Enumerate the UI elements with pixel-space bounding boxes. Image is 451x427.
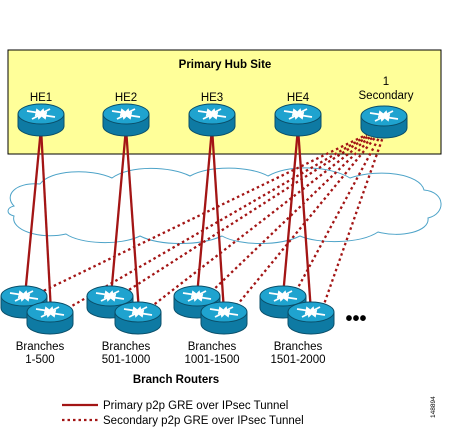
he2-router-icon xyxy=(102,103,150,137)
wan-cloud xyxy=(7,167,442,244)
he2-label: HE2 xyxy=(115,92,137,104)
primary-tunnel-he1-a xyxy=(23,127,43,297)
branch-group-2-label-line2: 501-1000 xyxy=(102,354,151,366)
secondary-router-icon xyxy=(360,105,408,139)
primary-tunnel-he1-b xyxy=(39,127,53,313)
secondary-tunnel-8 xyxy=(320,133,386,311)
he3-label: HE3 xyxy=(201,92,223,104)
he1-label: HE1 xyxy=(30,92,52,104)
hub-title: Primary Hub Site xyxy=(179,59,272,71)
branch-group-3-label-line2: 1001-1500 xyxy=(185,354,240,366)
branch-group-4-label-line2: 1501-2000 xyxy=(271,354,326,366)
secondary-tunnel-3 xyxy=(120,133,373,296)
he4-label: HE4 xyxy=(287,92,310,104)
branch-router-4b-icon xyxy=(287,301,335,335)
more-branches-indicator: ••• xyxy=(345,308,366,330)
secondary-count-label: 1 xyxy=(383,76,389,88)
branch-group-2-label-line1: Branches xyxy=(102,341,151,353)
branch-router-2b-icon xyxy=(114,301,162,335)
branch-router-1b-icon xyxy=(26,301,74,335)
he1-router-icon xyxy=(17,103,65,137)
figure-id: 148894 xyxy=(430,396,437,418)
secondary-tunnel-1 xyxy=(34,132,369,297)
secondary-tunnel-4 xyxy=(146,133,375,311)
legend-secondary-label: Secondary p2p GRE over IPsec Tunnel xyxy=(103,415,304,427)
primary-tunnel-he3-b xyxy=(210,127,226,313)
primary-tunnel-he4-b xyxy=(296,127,313,313)
primary-tunnel-he2-a xyxy=(109,127,128,297)
branch-router-3b-icon xyxy=(200,301,248,335)
branch-group-1-label-line2: 1-500 xyxy=(25,354,54,366)
he3-router-icon xyxy=(188,103,236,137)
primary-tunnels xyxy=(23,127,313,313)
branch-group-3-label-line1: Branches xyxy=(188,341,237,353)
branch-group-4-label-line1: Branches xyxy=(274,341,323,353)
primary-tunnel-he2-b xyxy=(124,127,141,313)
primary-tunnel-he3-a xyxy=(195,127,214,297)
he4-router-icon xyxy=(274,103,322,137)
branch-group-1-label-line1: Branches xyxy=(16,341,65,353)
secondary-tunnel-5 xyxy=(207,133,377,296)
primary-tunnel-he4-a xyxy=(281,127,300,297)
secondary-label: Secondary xyxy=(359,90,414,102)
legend-primary-label: Primary p2p GRE over IPsec Tunnel xyxy=(103,400,288,412)
branch-routers-title: Branch Routers xyxy=(133,374,219,386)
